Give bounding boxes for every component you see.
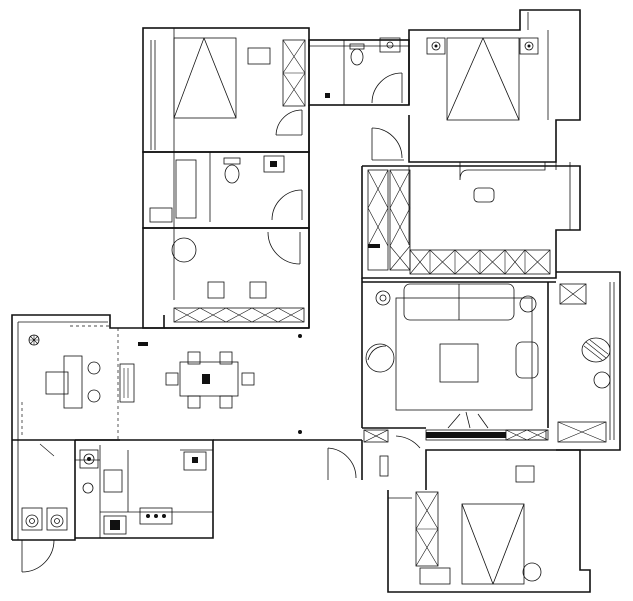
room-laundry <box>12 440 100 541</box>
room-entry <box>361 427 426 480</box>
washbasin-icon <box>379 37 401 53</box>
armchair-icon <box>365 343 395 373</box>
cabinet <box>559 283 587 305</box>
floor-drain <box>82 482 94 494</box>
dining-table <box>179 361 239 397</box>
room-living <box>361 278 556 428</box>
tv-cabinet <box>425 411 547 441</box>
stool <box>207 281 225 299</box>
armchair-icon <box>581 337 611 363</box>
desk <box>459 161 546 181</box>
shoe-cabinet <box>379 455 389 477</box>
ottoman <box>515 341 539 379</box>
wardrobe-cabinet-icon <box>367 169 411 271</box>
door-swing-icon <box>327 447 357 480</box>
door-swing-icon <box>395 435 421 449</box>
room-study-west <box>11 314 165 540</box>
chair <box>473 187 495 203</box>
door-swing-icon <box>371 127 404 161</box>
column-marker <box>298 334 302 338</box>
coffee-table <box>439 343 479 383</box>
nightstand <box>515 465 535 483</box>
door-swing-icon <box>271 189 303 221</box>
wardrobe-cabinet-icon <box>409 249 551 275</box>
fridge <box>103 515 127 535</box>
toilet-icon <box>223 157 241 184</box>
vent <box>138 342 148 346</box>
double-bed-icon <box>446 37 520 121</box>
nightstand-right <box>519 37 539 55</box>
carpet <box>395 297 533 411</box>
floor-lamp-icon <box>522 562 542 582</box>
desk <box>45 355 83 409</box>
room-bedroom-top-left <box>142 27 310 153</box>
stove-icon <box>79 449 99 469</box>
cabinet <box>363 429 389 443</box>
floor-drain <box>325 93 330 98</box>
room-bedroom-left <box>142 227 310 329</box>
washbasin-icon <box>263 155 285 173</box>
washing-machine-icon <box>46 507 68 531</box>
washing-machine-icon <box>21 507 43 531</box>
column-marker <box>298 430 302 434</box>
stove-icon <box>139 507 173 525</box>
room-walk-in-closet <box>361 165 581 279</box>
door-swing-icon <box>21 539 55 573</box>
sofa-icon <box>403 283 515 321</box>
room-balcony-right <box>556 271 621 451</box>
round-table <box>171 237 197 263</box>
stool <box>249 281 267 299</box>
room-bedroom-bottom-right <box>387 449 591 593</box>
stool <box>87 361 101 375</box>
double-bed-icon <box>461 503 525 585</box>
dining-chair <box>165 351 255 409</box>
wardrobe-cabinet-icon <box>415 491 439 567</box>
side-table <box>593 371 611 389</box>
shelf <box>119 363 135 403</box>
stool <box>87 389 101 403</box>
cabinet <box>505 429 549 441</box>
door-swing-icon <box>275 109 303 136</box>
plant-icon <box>28 334 40 346</box>
cabinet <box>419 567 451 585</box>
cabinet <box>149 207 173 223</box>
room-kitchen <box>75 439 214 539</box>
double-bed-icon <box>173 37 237 119</box>
side-table <box>519 295 537 313</box>
door-swing-icon <box>371 72 403 104</box>
range-hood <box>183 451 207 471</box>
cabinet <box>557 421 607 443</box>
nightstand <box>247 47 271 65</box>
room-dining <box>117 105 362 441</box>
wardrobe-cabinet-icon <box>282 39 306 107</box>
room-bedroom-top-right <box>408 9 581 163</box>
sink <box>103 469 123 493</box>
diagonal-mark <box>39 443 55 457</box>
door-swing-icon <box>267 231 301 265</box>
nightstand-left <box>426 37 446 55</box>
shower <box>175 159 197 219</box>
wardrobe-cabinet-icon <box>173 307 305 323</box>
toilet-icon <box>349 43 365 66</box>
floor-lamp-icon <box>375 290 391 306</box>
